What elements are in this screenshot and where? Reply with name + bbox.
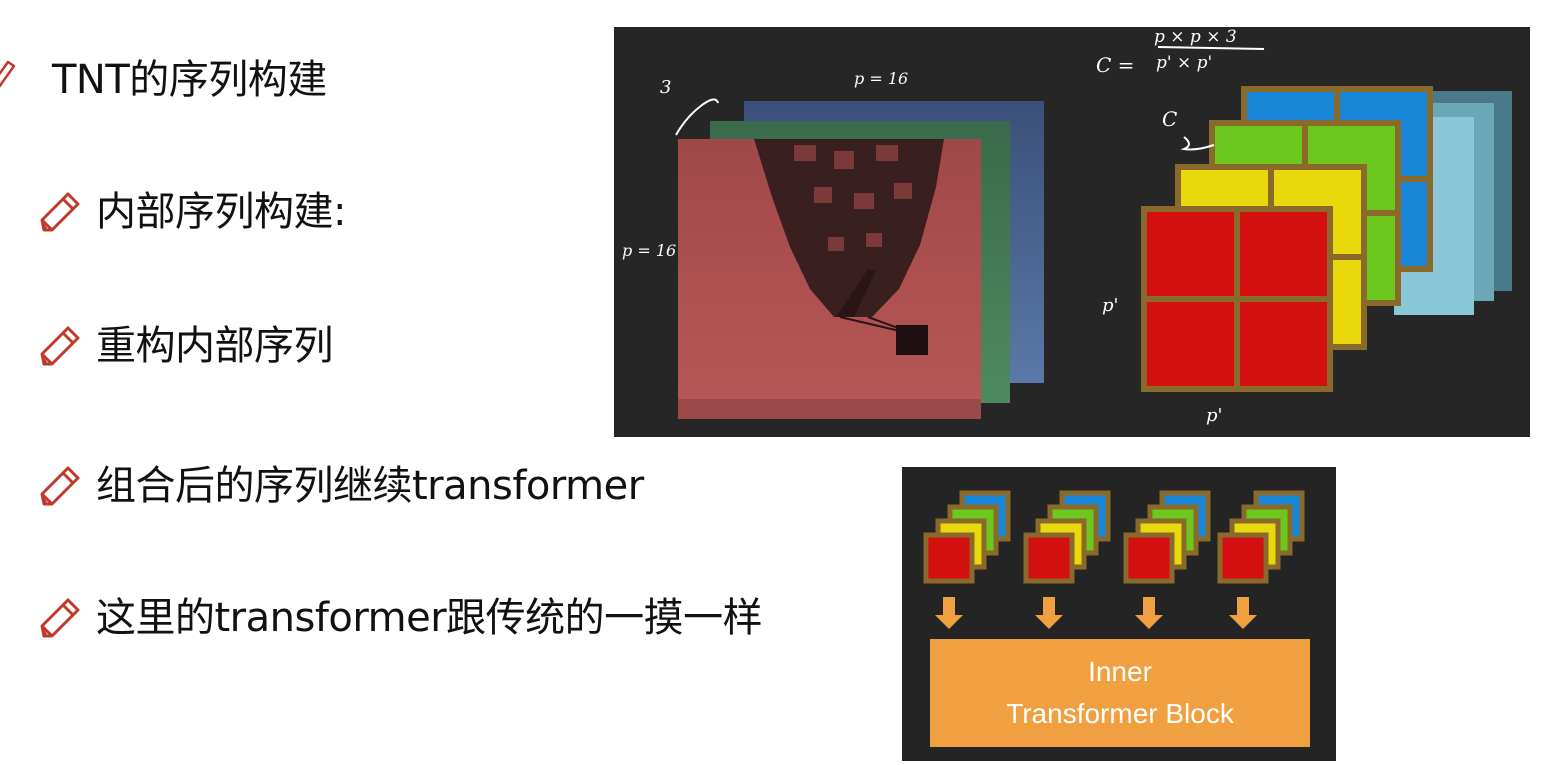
bullet-item: 这里的transformer跟传统的一摸一样 [38, 595, 763, 641]
inner-transformer-block [930, 639, 1310, 747]
annotation-patch-height: p = 16 [622, 241, 677, 260]
bullet-item: 内部序列构建: [38, 190, 346, 234]
bullet-item: TNT的序列构建 [52, 60, 327, 100]
block-label-line2: Transformer Block [1006, 698, 1235, 729]
block-label-line1: Inner [1088, 656, 1152, 687]
annotation-sub-width: p' [1206, 405, 1223, 426]
pencil-icon [40, 466, 80, 506]
pencil-icon [40, 598, 80, 638]
inner-transformer-diagram: Inner Transformer Block [902, 467, 1336, 761]
bullet-text: 重构内部序列 [96, 323, 334, 369]
annotation-sub-height: p' [1102, 295, 1119, 316]
patch-group [1123, 490, 1211, 629]
patch-group [923, 490, 1011, 629]
bullet-text: TNT的序列构建 [52, 57, 327, 103]
annotation-patch-width: p = 16 [854, 69, 909, 88]
patch-diagram: 3 p = 16 p = 16 C = p × p × 3 p' × p' C … [614, 27, 1530, 437]
bullet-item: 重构内部序列 [38, 323, 334, 369]
bullet-text: 内部序列构建: [96, 189, 346, 235]
bullet-item: 组合后的序列继续transformer [38, 464, 644, 508]
patch-group [1023, 490, 1111, 629]
inner-transformer-svg: Inner Transformer Block [923, 490, 1310, 747]
pencil-icon [0, 60, 16, 88]
patch-group [1217, 490, 1305, 629]
annotation-c-label: C [1162, 107, 1178, 131]
annotation-formula-denominator: p' × p' [1156, 53, 1213, 73]
bullet-text: 这里的transformer跟传统的一摸一样 [96, 595, 763, 641]
bullet-text: 组合后的序列继续transformer [96, 463, 644, 509]
annotation-formula-lhs: C = [1096, 53, 1135, 77]
pencil-icon [40, 192, 80, 232]
pencil-icon [40, 326, 80, 366]
red-patch-tile [1141, 206, 1333, 392]
annotation-channels: 3 [660, 77, 672, 98]
annotation-formula-numerator: p × p × 3 [1154, 27, 1237, 47]
patch-diagram-svg [675, 46, 1512, 419]
